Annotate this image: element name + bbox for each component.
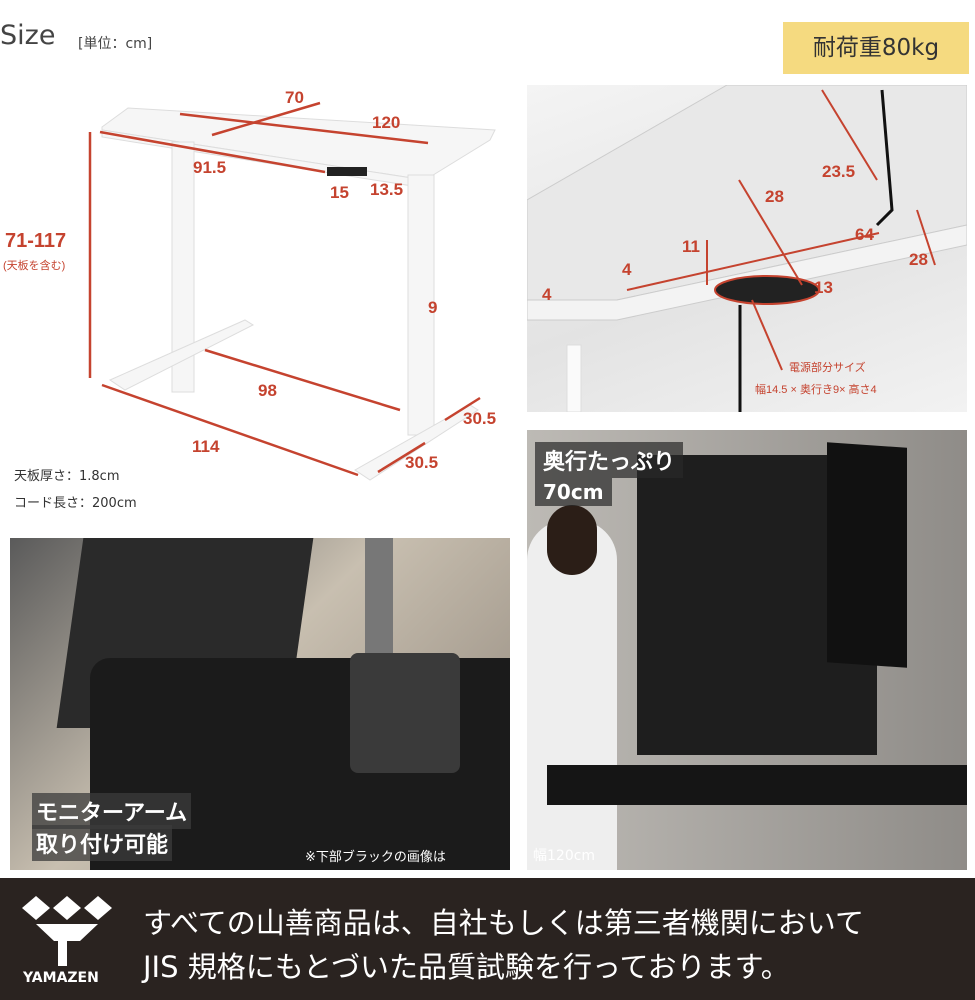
dim-foot-depth-a: 30.5 (463, 409, 497, 428)
brand-name: YAMAZEN (23, 970, 99, 986)
underside-dim-28b: 28 (909, 250, 928, 269)
dim-foot-span: 114 (192, 437, 220, 456)
footer-line-1: すべての山善商品は、自社もしくは第三者機関において (143, 906, 864, 940)
load-badge: 耐荷重80kg (783, 22, 969, 74)
spec-thickness: 天板厚さ：1.8cm (14, 469, 120, 484)
footer: YAMAZEN すべての山善商品は、自社もしくは第三者機関において JIS 規格… (0, 878, 975, 1000)
setup-caption-1: 奥行たっぷり (535, 442, 684, 478)
underside-dim-23-5: 23.5 (822, 162, 856, 181)
dim-width: 120 (372, 113, 401, 132)
dim-depth: 70 (285, 88, 304, 107)
underside-dim-13: 13 (814, 278, 833, 297)
underside-dim-64: 64 (855, 225, 874, 244)
dim-foot-depth-b: 30.5 (405, 453, 439, 472)
dim-height-note: (天板を含む) (3, 260, 66, 272)
arm-caption-2: 取り付け可能 (32, 825, 173, 861)
underside-dim-28a: 28 (765, 187, 784, 206)
yamazen-logo (22, 896, 112, 966)
arm-note: ※下部ブラックの画像は (305, 850, 446, 865)
power-label: 電源部分サイズ (789, 362, 866, 374)
unit-label: [単位：cm] (78, 36, 153, 52)
dim-inner-span: 98 (258, 381, 277, 400)
power-size: 幅14.5 × 奥行き9× 高さ4 (755, 384, 877, 396)
setup-caption-2: 70cm (535, 478, 612, 506)
dim-controller-offset: 91.5 (193, 158, 227, 177)
width-note: 幅120cm (533, 848, 596, 864)
underside-dim-4a: 4 (622, 260, 632, 279)
footer-line-2: JIS 規格にもとづいた品質試験を行っております。 (143, 950, 790, 984)
desk-diagram (88, 101, 496, 481)
monitor-arm-photo: モニターアーム 取り付け可能 ※下部ブラックの画像は (10, 538, 510, 870)
underside-dim-11: 11 (682, 237, 700, 256)
dim-leg: 9 (428, 298, 438, 317)
spec-cord: コード長さ：200cm (14, 496, 137, 511)
underside-dim-4b: 4 (542, 285, 552, 304)
size-title: Size (0, 20, 56, 51)
dim-height: 71-117 (5, 230, 67, 252)
dim-controller-edge: 13.5 (370, 180, 404, 199)
setup-photo: 奥行たっぷり 70cm 幅120cm (527, 430, 967, 870)
dim-controller-width: 15 (330, 183, 349, 202)
underside-photo: 28 23.5 64 28 11 4 4 13 電源部分サイズ 幅14.5 × … (527, 85, 967, 412)
arm-caption-1: モニターアーム (32, 793, 192, 829)
